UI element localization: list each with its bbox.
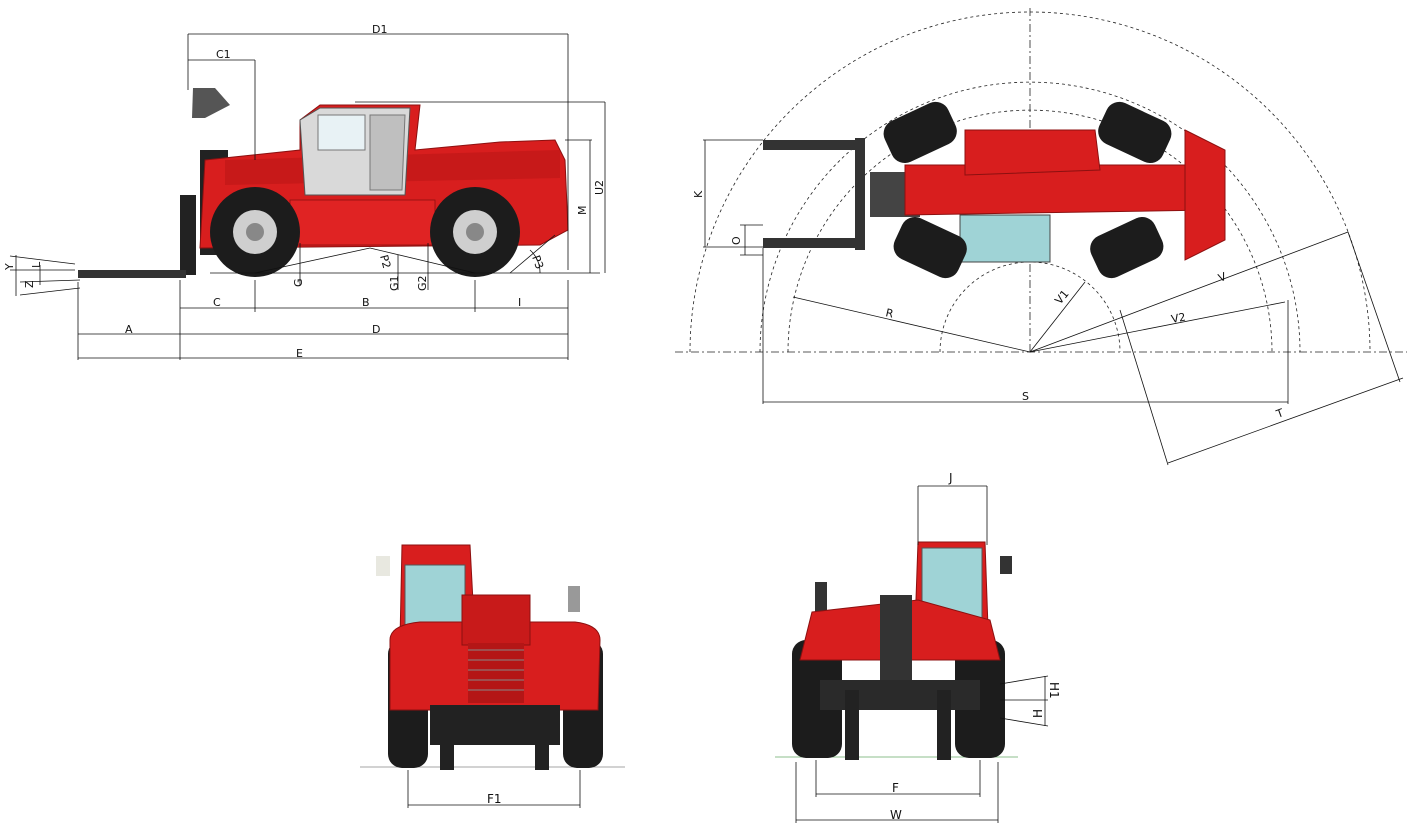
- dim-label-r: R: [884, 306, 895, 320]
- dim-label-e: E: [296, 347, 303, 360]
- dim-label-z: Z: [23, 280, 36, 288]
- rear-view-machine: [376, 544, 603, 770]
- dim-label-v1: V1: [1052, 287, 1071, 306]
- dim-label-y: Y: [3, 263, 16, 271]
- dim-label-p3: P3: [529, 254, 546, 271]
- side-view-machine: [78, 88, 569, 278]
- dim-label-h: H: [1031, 709, 1045, 718]
- dim-label-j: J: [948, 471, 953, 485]
- dim-label-i: I: [518, 296, 521, 309]
- dim-label-f1: F1: [487, 792, 502, 806]
- side-view-dimensions: D1 C1 U2 M Y L Z G: [3, 23, 606, 360]
- dim-label-d1: D1: [372, 23, 387, 36]
- dim-label-s: S: [1022, 390, 1029, 403]
- dim-label-p2: P2: [377, 253, 393, 270]
- dim-label-g1: G1: [388, 275, 401, 291]
- dim-label-c: C: [213, 296, 221, 309]
- top-view-dimensions: K O R V1 V V2 S T: [692, 139, 1404, 466]
- side-view: D1 C1 U2 M Y L Z G: [3, 23, 606, 360]
- top-view-machine: [763, 101, 1226, 279]
- dim-label-v: V: [1216, 270, 1228, 285]
- dim-label-h1: H1: [1047, 682, 1061, 699]
- dim-label-l: L: [30, 261, 43, 268]
- dim-label-k: K: [692, 190, 705, 198]
- rear-view: F1: [360, 544, 625, 808]
- front-view: J H1 H F W: [775, 471, 1061, 823]
- dim-label-v2: V2: [1170, 310, 1187, 326]
- dim-label-b: B: [362, 296, 370, 309]
- top-view: K O R V1 V V2 S T: [675, 8, 1407, 466]
- dim-label-c1: C1: [216, 48, 231, 61]
- dim-label-g: G: [292, 278, 305, 287]
- dim-label-o: O: [730, 236, 743, 245]
- dim-label-m: M: [576, 206, 589, 216]
- dim-label-d: D: [372, 323, 380, 336]
- dim-label-t: T: [1274, 406, 1286, 421]
- dim-label-u2: U2: [593, 180, 606, 195]
- dim-label-g2: G2: [416, 275, 429, 291]
- dim-label-w: W: [890, 808, 902, 822]
- dim-label-a: A: [125, 323, 133, 336]
- rear-view-dimensions: F1: [407, 770, 581, 808]
- front-view-machine: [792, 541, 1012, 760]
- dim-label-f: F: [892, 781, 899, 795]
- front-view-dimensions: J H1 H F W: [795, 471, 1061, 823]
